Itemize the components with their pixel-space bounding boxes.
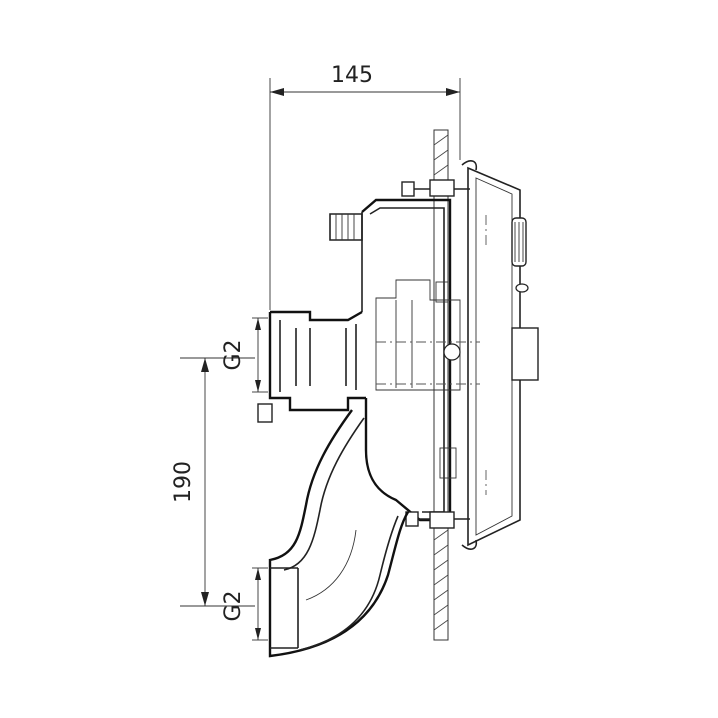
dimension-width: 145 bbox=[269, 63, 461, 310]
thread-top-label: G2 bbox=[221, 339, 246, 370]
width-dimension-label: 145 bbox=[331, 63, 373, 88]
dimension-height: 190 bbox=[171, 357, 255, 607]
dimension-thread-top: G2 bbox=[221, 317, 268, 393]
upper-thread-connection bbox=[257, 310, 366, 423]
wall-section bbox=[433, 129, 449, 641]
height-dimension-label: 190 bbox=[171, 461, 196, 503]
valve-housing bbox=[329, 179, 480, 529]
s-bend-outlet bbox=[268, 409, 410, 658]
cover-plate bbox=[461, 160, 539, 550]
dimension-thread-bottom: G2 bbox=[221, 567, 268, 641]
thread-bottom-label: G2 bbox=[221, 590, 246, 621]
